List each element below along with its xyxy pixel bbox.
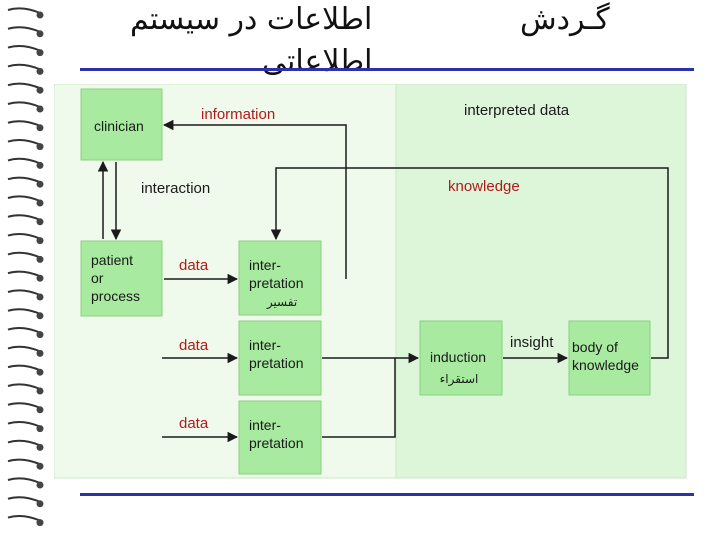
patient-label-line3: process bbox=[91, 288, 140, 304]
spiral-ring bbox=[8, 65, 40, 70]
data-label-1: data bbox=[179, 257, 209, 274]
body-of-knowledge-line2: knowledge bbox=[572, 357, 639, 373]
top-divider bbox=[80, 68, 694, 71]
spiral-ring bbox=[8, 121, 40, 126]
spiral-hole bbox=[37, 369, 44, 376]
induction-label: induction bbox=[430, 349, 486, 365]
spiral-ring bbox=[8, 178, 40, 183]
slide-title-sub: اطلاعاتی bbox=[262, 44, 373, 79]
spiral-hole bbox=[37, 444, 44, 451]
spiral-hole bbox=[37, 68, 44, 75]
spiral-ring bbox=[8, 102, 40, 107]
insight-label: insight bbox=[510, 334, 554, 351]
spiral-hole bbox=[37, 162, 44, 169]
bottom-divider bbox=[80, 493, 694, 496]
notebook-spiral-binding bbox=[0, 0, 60, 540]
spiral-hole bbox=[37, 463, 44, 470]
spiral-ring bbox=[8, 422, 40, 427]
spiral-ring bbox=[8, 460, 40, 465]
spiral-ring bbox=[8, 272, 40, 277]
spiral-ring bbox=[8, 215, 40, 220]
spiral-hole bbox=[37, 49, 44, 56]
data-label-2: data bbox=[179, 337, 209, 354]
spiral-ring bbox=[8, 196, 40, 201]
spiral-ring bbox=[8, 384, 40, 389]
spiral-hole bbox=[37, 30, 44, 37]
spiral-ring bbox=[8, 159, 40, 164]
interpretation-1-line2: pretation bbox=[249, 275, 303, 291]
spiral-hole bbox=[37, 331, 44, 338]
clinician-label: clinician bbox=[94, 118, 144, 134]
spiral-hole bbox=[37, 425, 44, 432]
interpreted-data-panel bbox=[396, 84, 686, 478]
spiral-hole bbox=[37, 181, 44, 188]
spiral-ring bbox=[8, 441, 40, 446]
spiral-hole bbox=[37, 124, 44, 131]
spiral-hole bbox=[37, 237, 44, 244]
spiral-hole bbox=[37, 275, 44, 282]
interpretation-1-line1: inter- bbox=[249, 257, 281, 273]
body-of-knowledge-line1: body of bbox=[572, 339, 618, 355]
spiral-hole bbox=[37, 482, 44, 489]
interpretation-3-line2: pretation bbox=[249, 435, 303, 451]
spiral-ring bbox=[8, 309, 40, 314]
spiral-ring bbox=[8, 497, 40, 502]
interpretation-2-line2: pretation bbox=[249, 355, 303, 371]
spiral-hole bbox=[37, 200, 44, 207]
spiral-hole bbox=[37, 350, 44, 357]
spiral-hole bbox=[37, 143, 44, 150]
spiral-ring bbox=[8, 234, 40, 239]
spiral-hole bbox=[37, 388, 44, 395]
interpretation-1-persian: تفسیر bbox=[266, 295, 297, 310]
spiral-hole bbox=[37, 106, 44, 113]
spiral-ring bbox=[8, 516, 40, 521]
slide-title-main: اطلاعات در سیستم bbox=[130, 2, 372, 37]
data-label-3: data bbox=[179, 415, 209, 432]
spiral-ring bbox=[8, 347, 40, 352]
spiral-ring bbox=[8, 84, 40, 89]
spiral-ring bbox=[8, 366, 40, 371]
spiral-ring bbox=[8, 27, 40, 32]
spiral-ring bbox=[8, 403, 40, 408]
patient-label-line2: or bbox=[91, 270, 104, 286]
slide-title-gardesh: گـردش bbox=[520, 2, 610, 37]
knowledge-label: knowledge bbox=[448, 178, 520, 195]
spiral-ring bbox=[8, 8, 40, 13]
spiral-hole bbox=[37, 256, 44, 263]
information-label: information bbox=[201, 106, 275, 123]
patient-label-line1: patient bbox=[91, 252, 133, 268]
spiral-hole bbox=[37, 87, 44, 94]
spiral-hole bbox=[37, 519, 44, 526]
spiral-ring bbox=[8, 253, 40, 258]
spiral-ring bbox=[8, 290, 40, 295]
spiral-ring bbox=[8, 140, 40, 145]
spiral-ring bbox=[8, 478, 40, 483]
interpreted-data-label: interpreted data bbox=[464, 102, 570, 119]
induction-persian: استقراء bbox=[440, 372, 479, 387]
spiral-hole bbox=[37, 500, 44, 507]
interpretation-3-line1: inter- bbox=[249, 417, 281, 433]
spiral-ring bbox=[8, 46, 40, 51]
interaction-label: interaction bbox=[141, 180, 210, 197]
spiral-hole bbox=[37, 312, 44, 319]
information-flow-diagram: clinician patient or process inter- pret… bbox=[54, 84, 700, 480]
spiral-ring bbox=[8, 328, 40, 333]
spiral-hole bbox=[37, 12, 44, 19]
spiral-hole bbox=[37, 218, 44, 225]
interpretation-2-line1: inter- bbox=[249, 337, 281, 353]
spiral-hole bbox=[37, 406, 44, 413]
spiral-hole bbox=[37, 294, 44, 301]
